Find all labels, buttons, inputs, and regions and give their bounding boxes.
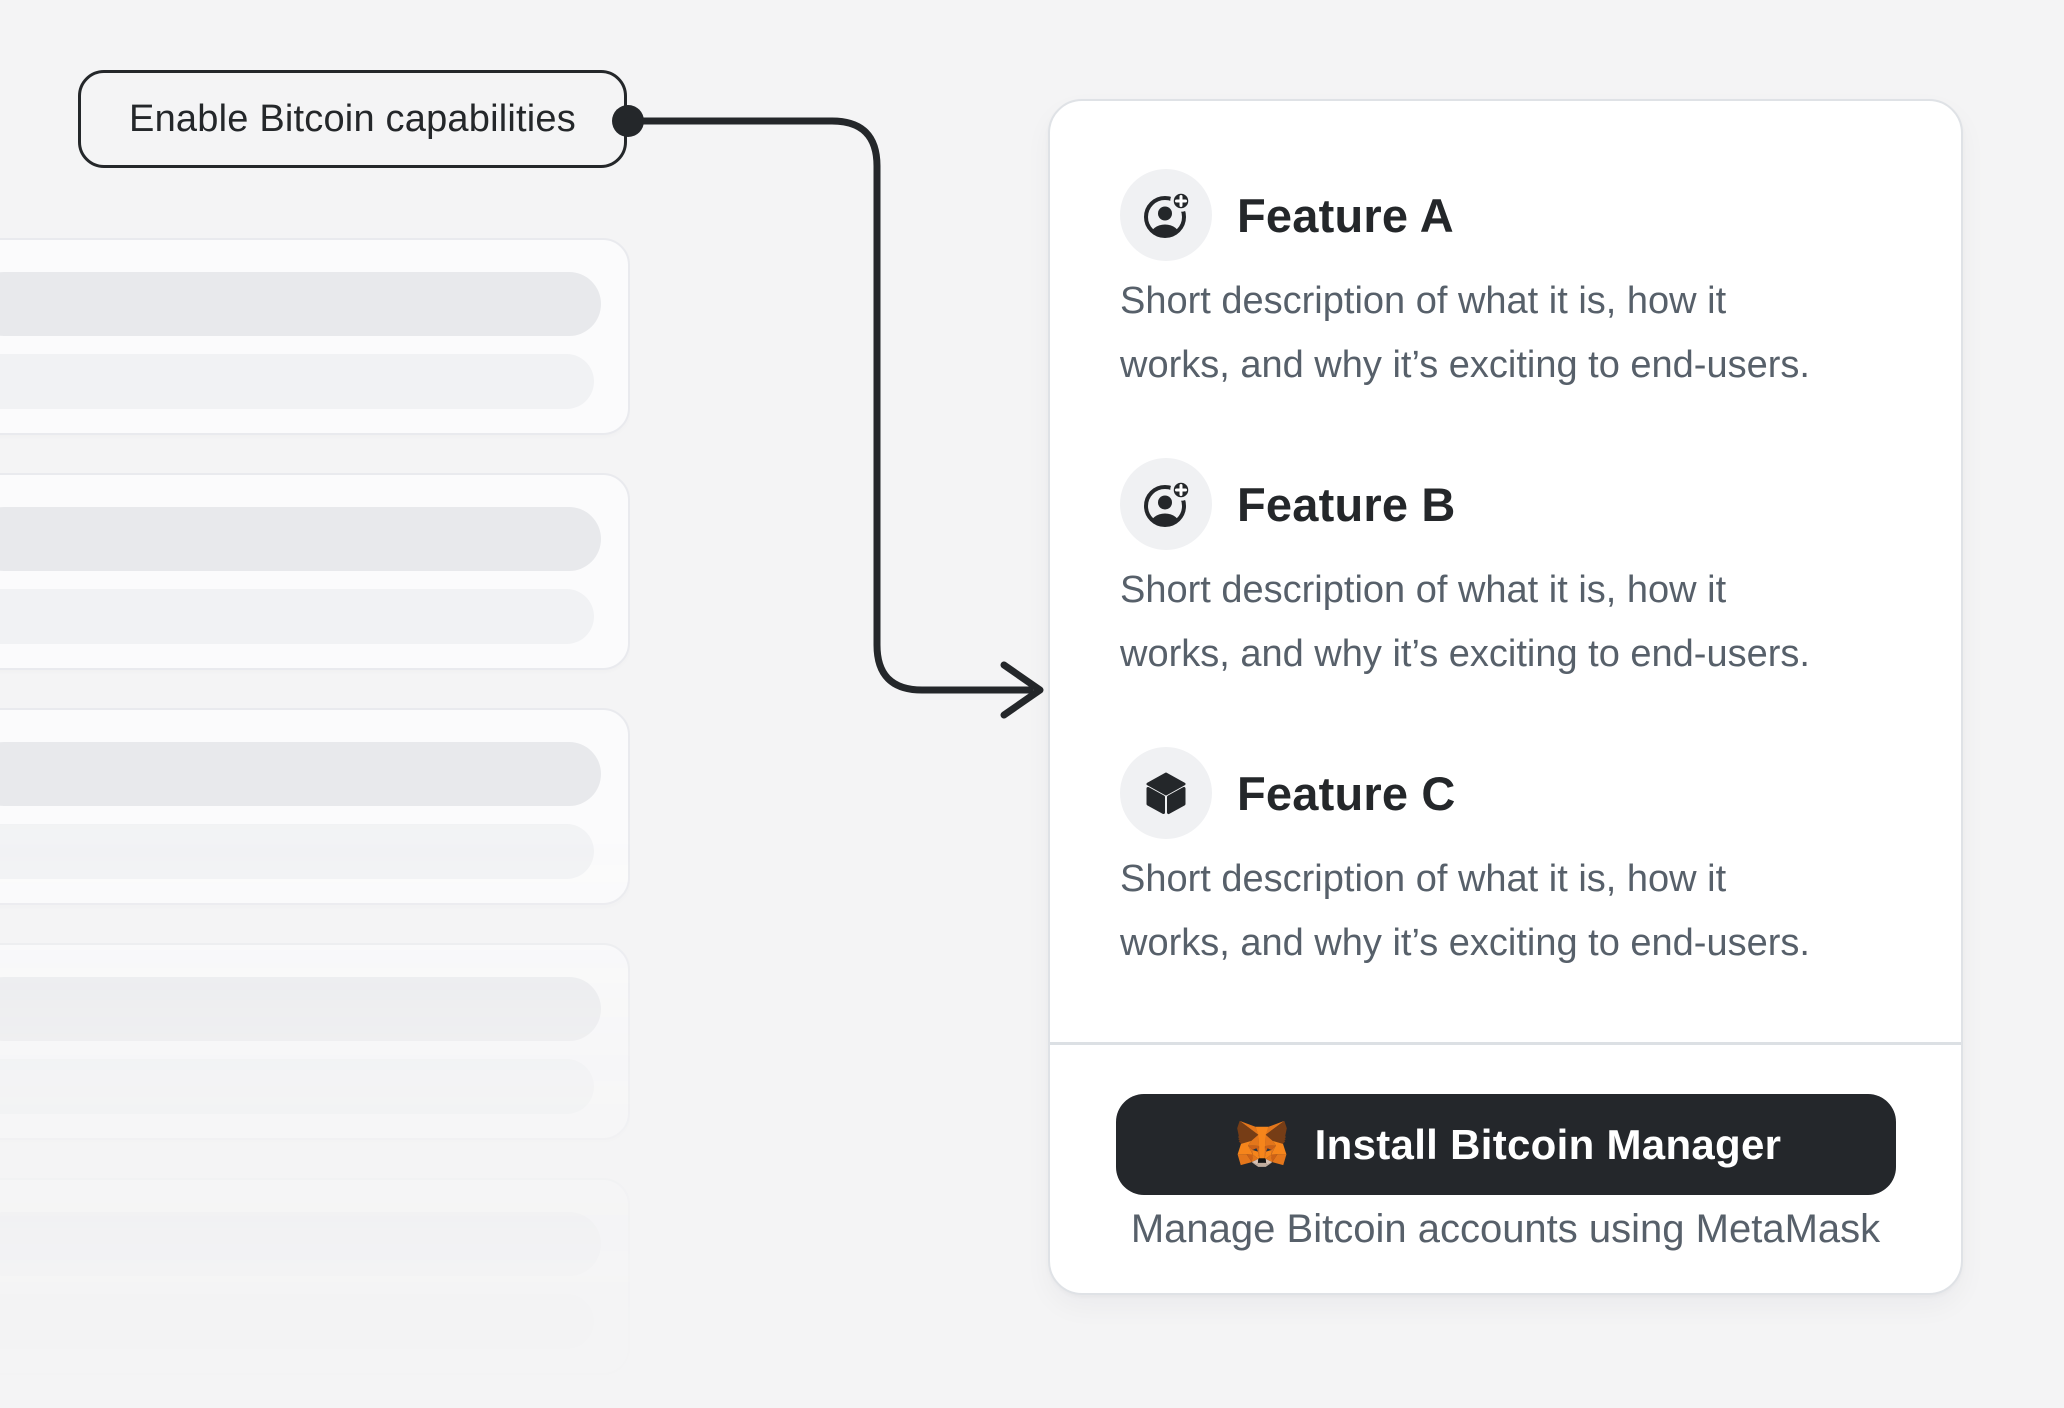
feature-header: Feature A: [1120, 169, 1901, 261]
skeleton-card: [0, 1178, 630, 1375]
feature-item-a: Feature A Short description of what it i…: [1120, 169, 1901, 386]
user-plus-icon: [1120, 169, 1212, 261]
skeleton-line: [0, 977, 601, 1041]
skeleton-card: [0, 238, 630, 435]
callout-label: Enable Bitcoin capabilities: [78, 70, 627, 168]
feature-item-b: Feature B Short description of what it i…: [1120, 458, 1901, 675]
description-line: works, and why it’s exciting to end-user…: [1120, 344, 1810, 386]
user-plus-icon: [1120, 458, 1212, 550]
skeleton-line: [0, 824, 594, 879]
description-line: Short description of what it is, how it: [1120, 858, 1727, 900]
feature-title: Feature A: [1237, 188, 1454, 242]
install-button-label: Install Bitcoin Manager: [1314, 1120, 1782, 1168]
feature-title: Feature C: [1237, 766, 1456, 820]
description-line: Short description of what it is, how it: [1120, 280, 1727, 322]
skeleton-line: [0, 1212, 601, 1276]
skeleton-line: [0, 589, 594, 644]
skeleton-line: [0, 1294, 594, 1349]
description-line: works, and why it’s exciting to end-user…: [1120, 633, 1810, 675]
skeleton-line: [0, 272, 601, 336]
connector-arrow: [612, 105, 1044, 719]
skeleton-card: [0, 943, 630, 1140]
cube-icon: [1120, 747, 1212, 839]
feature-title: Feature B: [1237, 477, 1456, 531]
skeleton-card: [0, 708, 630, 905]
description-line: works, and why it’s exciting to end-user…: [1120, 922, 1810, 964]
feature-header: Feature B: [1120, 458, 1901, 550]
footer-caption: Manage Bitcoin accounts using MetaMask: [1130, 1207, 1881, 1251]
skeleton-line: [0, 1059, 594, 1114]
skeleton-line: [0, 354, 594, 409]
description-line: Short description of what it is, how it: [1120, 569, 1727, 611]
feature-item-c: Feature C Short description of what it i…: [1120, 747, 1901, 964]
skeleton-list: [0, 238, 630, 1378]
divider: [1050, 1042, 1961, 1045]
skeleton-card: [0, 473, 630, 670]
feature-header: Feature C: [1120, 747, 1901, 839]
feature-description: Short description of what it is, how it …: [1120, 269, 1810, 397]
feature-panel: Feature A Short description of what it i…: [1048, 99, 1963, 1295]
skeleton-line: [0, 507, 601, 571]
feature-description: Short description of what it is, how it …: [1120, 847, 1810, 975]
install-bitcoin-manager-button[interactable]: Install Bitcoin Manager: [1115, 1094, 1896, 1195]
metamask-fox-icon: [1230, 1114, 1294, 1176]
feature-description: Short description of what it is, how it …: [1120, 558, 1810, 686]
arrowhead-icon: [1000, 661, 1044, 719]
callout-label-text: Enable Bitcoin capabilities: [129, 97, 576, 140]
connector-path: [624, 117, 1034, 694]
skeleton-line: [0, 742, 601, 806]
